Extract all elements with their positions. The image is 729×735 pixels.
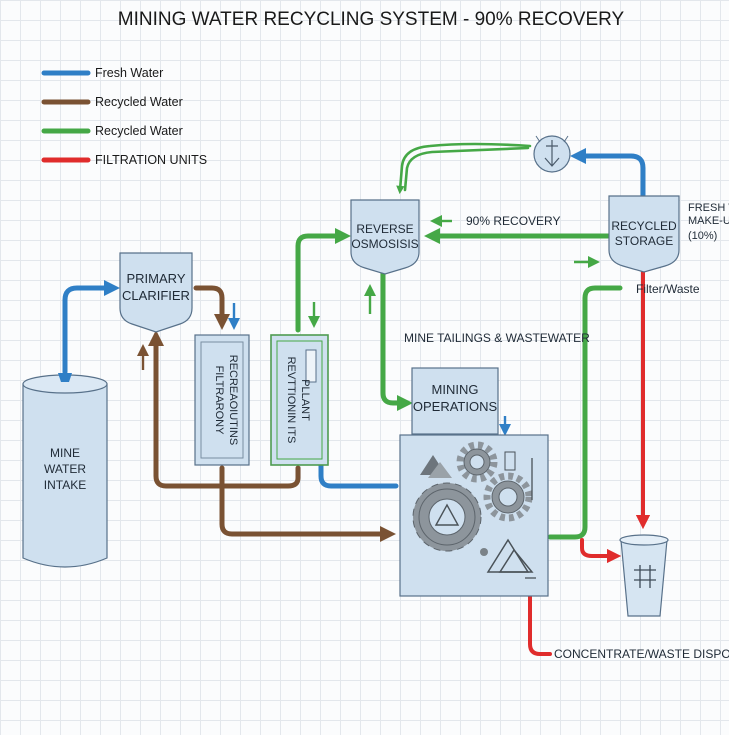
filtration-label-line2: RECREAOIUTINS <box>227 355 239 445</box>
pipe-treatment-to-mining <box>318 462 399 489</box>
gear-icon <box>483 472 533 522</box>
fresh-makeup-label-line3: (10%) <box>688 230 717 242</box>
gear-icon <box>412 482 482 552</box>
clarifier-label-line2: CLARIFIER <box>122 288 190 303</box>
legend-label-recycled-brown: Recycled Water <box>95 95 183 109</box>
recycled-storage-vessel: RECYCLED STORAGE <box>608 195 680 273</box>
pipe-disposal <box>528 594 552 656</box>
reverse-osmosis-vessel: REVERSE OSMOSISIS <box>350 199 420 275</box>
treatment-label-line1: REVTTIONIN ITS <box>285 357 297 444</box>
pump-icon <box>533 135 571 173</box>
intake-label-line2: WATER <box>44 462 86 476</box>
pipe-pump-to-ro-a <box>396 142 532 195</box>
legend-label-filtration: FILTRATION UNITS <box>95 153 207 167</box>
pipe-clarifier-to-filtration <box>193 285 231 331</box>
clarifier-label-line1: PRIMARY <box>127 271 186 286</box>
mine-water-intake-tank: MINE WATER INTAKE <box>22 373 108 568</box>
mining-operations: MINING OPERATIONS <box>399 367 549 597</box>
ro-label-line2: OSMOSISIS <box>351 237 418 251</box>
recovery-label: 90% RECOVERY <box>466 214 560 228</box>
mining-label-line2: OPERATIONS <box>413 399 498 414</box>
waste-bin-icon <box>619 534 669 617</box>
filter-waste-label: Filter/Waste <box>636 282 700 296</box>
pipe-storage-to-pump <box>569 147 646 198</box>
intake-label-line1: MINE <box>50 446 80 460</box>
primary-clarifier: PRIMARY CLARIFIER <box>119 252 193 333</box>
disposal-label: CONCENTRATE/WASTE DISPOSAL <box>554 647 729 661</box>
intake-label-line3: INTAKE <box>44 478 86 492</box>
pipe-pump-to-ro-b <box>403 146 530 192</box>
gear-icon <box>456 441 498 483</box>
filtration-label-line1: FILTRARONY <box>213 366 225 436</box>
treatment-plant: REVTTIONIN ITS PLLANT <box>270 334 329 466</box>
storage-label-line2: STORAGE <box>615 234 673 248</box>
fresh-makeup-label-line2: MAKE-UI <box>688 215 729 227</box>
pipe-treatment-to-ro <box>295 227 352 333</box>
pipe-mining-to-storage <box>547 285 623 540</box>
pipe-ro-to-mining <box>380 267 414 412</box>
pipe-intake-to-clarifier <box>62 279 121 375</box>
mining-label-line1: MINING <box>432 382 479 397</box>
filtration-unit: FILTRARONY RECREAOIUTINS <box>194 334 250 466</box>
ro-label-line1: REVERSE <box>356 222 413 236</box>
fresh-makeup-label-line1: FRESH W <box>688 202 729 214</box>
legend-label-recycled-green: Recycled Water <box>95 124 183 138</box>
legend: Fresh Water Recycled Water Recycled Wate… <box>41 66 207 167</box>
pipe-filtration-to-mining <box>219 465 397 543</box>
tailings-label: MINE TAILINGS & WASTEWATER <box>404 331 590 345</box>
pipe-mining-to-bin <box>580 538 622 564</box>
treatment-label-line2: PLLANT <box>299 379 311 421</box>
pipe-return-to-clarifier <box>147 329 301 489</box>
storage-label-line1: RECYCLED <box>611 219 677 233</box>
page-title: MINING WATER RECYCLING SYSTEM - 90% RECO… <box>118 9 625 30</box>
legend-label-fresh: Fresh Water <box>95 66 163 80</box>
